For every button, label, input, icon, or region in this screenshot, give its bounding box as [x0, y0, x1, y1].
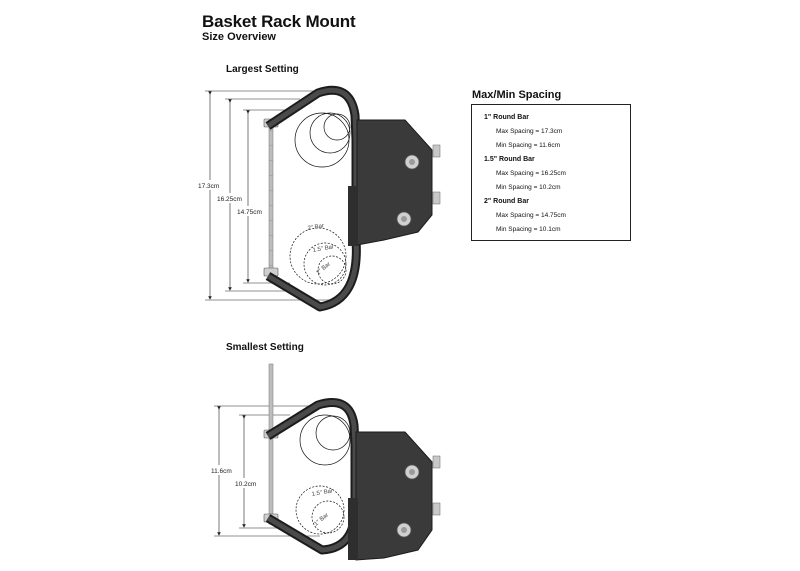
largest-bar-1-label: 1" Bar	[315, 261, 331, 276]
page-title: Basket Rack Mount	[202, 12, 356, 31]
smallest-bar-circles	[295, 414, 351, 535]
mounting-plate-small	[355, 431, 433, 561]
smallest-bar-1-label: 1" Bar	[313, 512, 329, 527]
side-bolt-top-small	[432, 455, 441, 469]
spacing-group-1-name: 1" Round Bar	[484, 114, 529, 121]
plate-lip	[348, 186, 358, 246]
largest-dim-16-25: 16.25cm	[217, 196, 242, 203]
hook-bracket-small	[266, 400, 358, 553]
spacing-group-3-min: Min Spacing = 10.1cm	[496, 226, 561, 233]
spacing-group-2-name: 1.5" Round Bar	[484, 156, 535, 163]
spacing-group-3-max: Max Spacing = 14.75cm	[496, 212, 566, 219]
page-subtitle: Size Overview	[202, 31, 276, 43]
spacing-group-2-min: Min Spacing = 10.2cm	[496, 184, 561, 191]
spacing-group-2-max: Max Spacing = 16.25cm	[496, 170, 566, 177]
smallest-dim-11-6: 11.6cm	[211, 468, 232, 475]
spacing-title: Max/Min Spacing	[472, 89, 562, 101]
spacing-group-3-name: 2" Round Bar	[484, 198, 529, 205]
rod-threads	[268, 129, 274, 267]
threaded-rod-small	[268, 363, 274, 525]
spacing-group-1-min: Min Spacing = 11.6cm	[496, 142, 561, 149]
spacing-group-1-max: Max Spacing = 17.3cm	[496, 128, 563, 135]
plate-lip-small	[348, 498, 358, 560]
largest-dim-14-75: 14.75cm	[237, 209, 262, 216]
largest-bar-circles	[289, 112, 351, 286]
smallest-setting-drawing: 11.6cm 10.2cm 1.5" Bar 1" Bar	[208, 363, 441, 561]
threaded-rod	[268, 119, 274, 276]
largest-bar-15-label: 1.5" Bar	[312, 244, 334, 254]
largest-setting-drawing: 17.3cm 16.25cm 14.75cm 2" Bar 1.5"	[196, 85, 441, 312]
spacing-table: 1" Round Bar Max Spacing = 17.3cm Min Sp…	[471, 104, 631, 241]
side-bolt-top	[432, 144, 441, 158]
smallest-setting-label: Smallest Setting	[226, 342, 304, 353]
largest-dim-17-3: 17.3cm	[198, 183, 219, 190]
side-bolt-bottom	[432, 191, 441, 205]
side-bolt-bottom-small	[432, 502, 441, 516]
mounting-plate	[356, 119, 433, 246]
largest-bar-2-label: 2" Bar	[307, 223, 324, 232]
smallest-bar-15-label: 1.5" Bar	[311, 488, 333, 498]
smallest-dim-10-2: 10.2cm	[235, 481, 256, 488]
largest-dimension-lines	[205, 90, 330, 301]
largest-setting-label: Largest Setting	[226, 64, 299, 75]
